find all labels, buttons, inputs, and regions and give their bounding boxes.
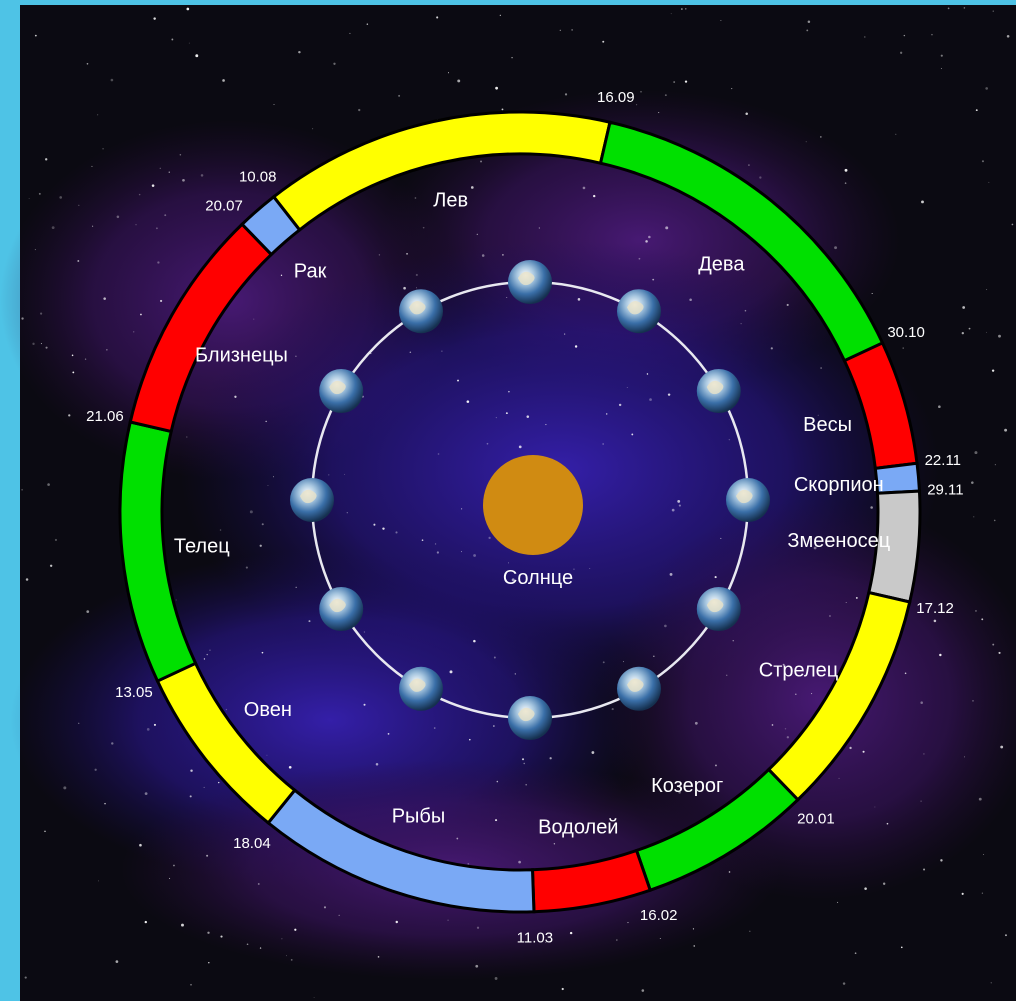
zodiac-sign-label: Овен [244,699,292,721]
zodiac-date-label: 20.01 [797,810,835,827]
zodiac-sign-label: Лев [433,190,468,212]
zodiac-ring [118,110,922,914]
earth-globe-icon [290,478,334,522]
zodiac-date-label: 16.02 [640,907,678,924]
zodiac-date-label: 20.07 [205,198,243,215]
earth-globe-icon [617,289,661,334]
earth-globe-icon [508,260,552,304]
zodiac-sign-label: Стрелец [759,660,838,682]
zodiac-date-label: 29.11 [927,482,963,499]
earth-globe-icon [399,666,443,711]
zodiac-sign-label: Скорпион [794,474,884,496]
zodiac-date-label: 18.04 [233,835,271,852]
earth-globe-icon [696,369,741,413]
earth-globe-icon [319,587,364,631]
zodiac-date-label: 22.11 [925,452,961,469]
earth-globe-icon [319,369,364,413]
zodiac-date-label: 11.03 [517,930,553,947]
zodiac-sign-label: Водолей [538,817,618,839]
zodiac-date-label: 13.05 [115,684,153,701]
zodiac-date-label: 17.12 [916,600,954,617]
zodiac-sign-label: Телец [174,535,230,557]
sun-icon [483,455,583,555]
zodiac-sign-label: Рыбы [392,805,446,827]
zodiac-date-label: 16.09 [597,89,635,106]
zodiac-sector [240,194,302,257]
zodiac-date-label: 30.10 [887,324,925,341]
earth-globe-icon [696,587,741,631]
zodiac-date-label: 21.06 [86,408,124,425]
earth-globe-icon [508,696,552,740]
zodiac-sign-label: Дева [698,253,745,275]
earth-globe-icon [617,666,661,711]
earth-markers [290,260,770,740]
zodiac-sign-label: Козерог [651,775,723,797]
zodiac-sign-label: Змееносец [787,530,890,552]
zodiac-sign-label: Близнецы [195,344,288,366]
sun-label: Солнце [503,567,573,589]
earth-globe-icon [399,289,443,334]
earth-globe-icon [726,478,770,522]
zodiac-date-label: 10.08 [239,168,277,185]
zodiac-sign-label: Весы [803,414,852,436]
zodiac-sign-label: Рак [294,260,327,282]
